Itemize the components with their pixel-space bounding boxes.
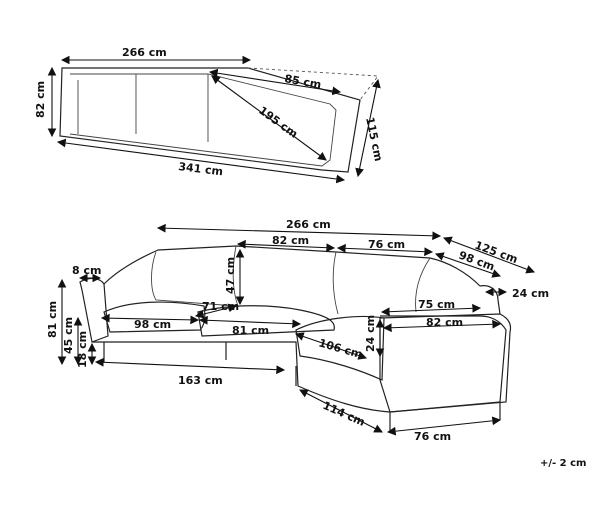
- chaise-seat-label: 75 cm: [418, 298, 455, 311]
- top-view-depth-label: 82 cm: [34, 81, 47, 118]
- top-view-total-length-label: 341 cm: [178, 160, 224, 178]
- back-cushion-width-label: 82 cm: [272, 234, 309, 247]
- top-view-inner: [69, 73, 337, 167]
- top-view-chaise-length-label: 115 cm: [363, 116, 385, 163]
- chaise-front-width-label: 82 cm: [426, 316, 463, 329]
- back-height-label: 47 cm: [224, 257, 237, 294]
- arm-depth-label: 8 cm: [72, 264, 101, 277]
- total-width-label: 266 cm: [286, 218, 331, 231]
- total-height-label: 81 cm: [46, 301, 59, 338]
- top-view-chaise-width-label: 85 cm: [283, 72, 322, 91]
- tolerance-note: +/- 2 cm: [540, 458, 586, 469]
- sofa-back-cushion-3: [332, 251, 339, 315]
- top-view-width-label: 266 cm: [122, 46, 167, 59]
- top-view: 266 cm 82 cm 85 cm 195 cm 115 cm 341 cm: [34, 46, 385, 184]
- back-cushion-width-2-label: 76 cm: [368, 238, 405, 251]
- chaise-arm-height-label: 24 cm: [364, 315, 377, 352]
- arm-height-label: 24 cm: [512, 287, 549, 300]
- seat-height-label: 45 cm: [62, 317, 75, 354]
- chaise-arm: [379, 313, 512, 413]
- chaise-seat-depth-label: 106 cm: [317, 336, 364, 361]
- chaise-right-arm: [479, 285, 501, 315]
- seat-width-label: 81 cm: [232, 324, 269, 337]
- chaise-front-label: 76 cm: [414, 430, 451, 443]
- seat-depth-label: 98 cm: [134, 318, 171, 331]
- chaise-seat: [295, 315, 385, 381]
- sofa-back-cushion-1: [151, 251, 237, 307]
- front-view: 266 cm 82 cm 76 cm 125 cm 98 cm 8 cm 47 …: [46, 218, 549, 443]
- base-length-label: 163 cm: [178, 374, 223, 387]
- top-view-diagonal-label: 195 cm: [256, 104, 300, 141]
- leg-height-label: 18 cm: [76, 331, 89, 368]
- seat-gap-label: 71 cm: [202, 300, 239, 313]
